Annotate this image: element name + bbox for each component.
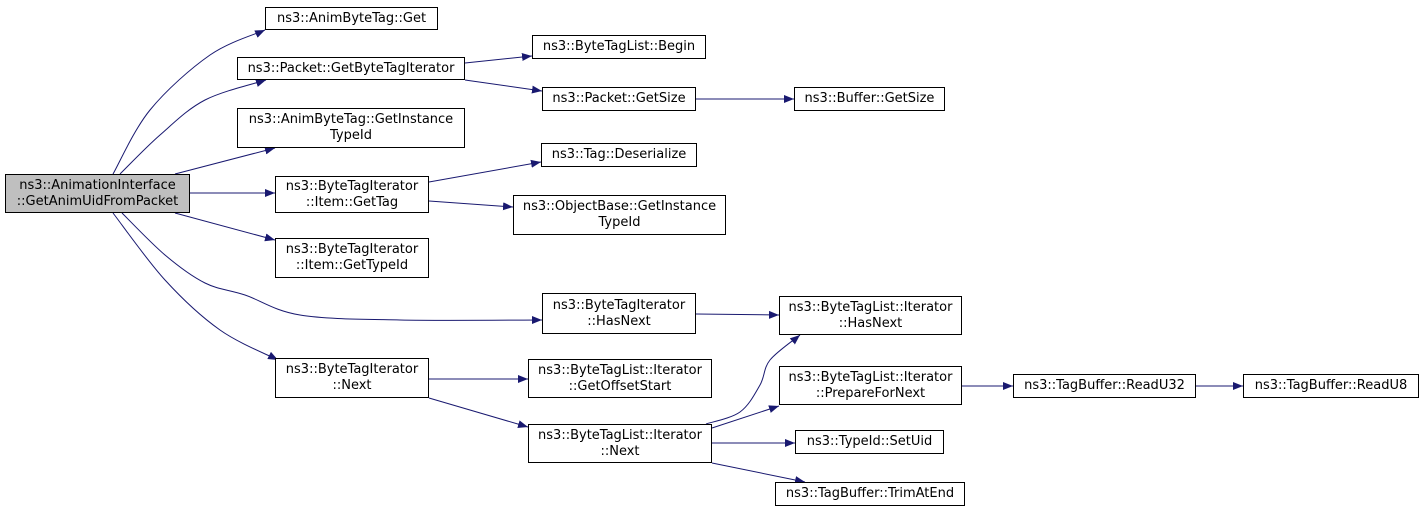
node-label-line: ::Item::GetTag <box>305 194 399 210</box>
node-bytetaglist-iterator-hasnext[interactable]: ns3::ByteTagList::Iterator::HasNext <box>779 296 962 335</box>
node-label-line: ns3::TagBuffer::TrimAtEnd <box>785 486 955 501</box>
node-label-line: TypeId <box>598 215 641 230</box>
node-packet-getbytetagiterator[interactable]: ns3::Packet::GetByteTagIterator <box>237 57 465 80</box>
edge-root-to-bytetagiterator-hasnext <box>121 212 543 325</box>
node-label-line: ::Next <box>600 443 640 459</box>
node-bytetaglist-begin[interactable]: ns3::ByteTagList::Begin <box>532 35 706 59</box>
node-label-line: ns3::ByteTagList::Iterator <box>538 362 702 378</box>
edge-packet-getbytetagiterator-to-bytetaglist-begin <box>464 53 533 64</box>
node-bytetagiterator-hasnext[interactable]: ns3::ByteTagIterator::HasNext <box>542 293 696 334</box>
edge-root-to-animbytetag-getinstancetypeid <box>174 146 276 175</box>
edge-root-to-animbytetag-get <box>112 29 266 175</box>
edge-root-to-bytetagiterator-item-gettypeid <box>174 212 276 242</box>
node-label-line: ns3::ByteTagList::Iterator <box>788 299 953 315</box>
node-label-line: ::PrepareForNext <box>815 385 926 401</box>
node-typeid-setuid[interactable]: ns3::TypeId::SetUid <box>795 430 944 454</box>
node-label-line: ns3::ByteTagList::Iterator <box>538 427 702 443</box>
edge-bytetaglist-iterator-next-to-tagbuffer-trimatend <box>711 462 806 484</box>
edge-bytetagiterator-hasnext-to-bytetaglist-iterator-hasnext <box>695 310 780 319</box>
node-label-line: ns3::ByteTagIterator <box>552 297 686 313</box>
node-bytetaglist-iterator-getoffsetstart[interactable]: ns3::ByteTagList::Iterator::GetOffsetSta… <box>528 359 712 398</box>
node-label-line: ::GetAnimUidFromPacket <box>16 193 179 209</box>
edge-packet-getbytetagiterator-to-packet-getsize <box>464 79 543 94</box>
edge-bytetaglist-iterator-next-to-bytetaglist-iterator-hasnext <box>705 334 801 425</box>
node-label-line: ns3::AnimByteTag::Get <box>276 10 427 26</box>
node-label-line: TypeId <box>330 128 372 143</box>
edge-bytetagiterator-item-gettag-to-tag-deserialize <box>428 159 542 183</box>
node-tagbuffer-readu32[interactable]: ns3::TagBuffer::ReadU32 <box>1013 374 1196 398</box>
node-label-line: ns3::TagBuffer::ReadU32 <box>1024 378 1185 393</box>
node-animbytetag-get[interactable]: ns3::AnimByteTag::Get <box>265 7 438 30</box>
edge-bytetaglist-iterator-next-to-bytetaglist-iterator-preparefornext <box>711 405 780 429</box>
node-tagbuffer-trimatend[interactable]: ns3::TagBuffer::TrimAtEnd <box>775 482 965 506</box>
node-label-line: ns3::Tag::Deserialize <box>551 147 687 162</box>
node-packet-getsize[interactable]: ns3::Packet::GetSize <box>542 87 696 111</box>
node-label-line: ::Item::GetTypeId <box>295 258 409 273</box>
node-label-line: ns3::AnimByteTag::GetInstance <box>248 112 454 127</box>
node-label-line: ns3::AnimationInterface <box>19 177 176 193</box>
node-label-line: ::Next <box>332 378 372 393</box>
edge-bytetagiterator-next-to-bytetaglist-iterator-next <box>428 397 529 429</box>
node-label-line: ns3::ObjectBase::GetInstance <box>522 199 717 214</box>
node-label-line: ns3::ByteTagIterator <box>285 242 419 257</box>
node-bytetaglist-iterator-preparefornext[interactable]: ns3::ByteTagList::Iterator::PrepareForNe… <box>779 366 962 405</box>
node-buffer-getsize[interactable]: ns3::Buffer::GetSize <box>794 87 945 111</box>
node-label-line: ns3::Packet::GetSize <box>552 91 686 106</box>
edge-root-to-bytetagiterator-next <box>112 212 279 361</box>
node-label-line: ::HasNext <box>587 313 651 329</box>
node-label-line: ns3::Buffer::GetSize <box>804 91 935 106</box>
node-bytetagiterator-next[interactable]: ns3::ByteTagIterator::Next <box>275 358 429 398</box>
node-label-line: ns3::ByteTagIterator <box>285 178 419 194</box>
node-label-line: ::GetOffsetStart <box>568 378 672 394</box>
node-label-line: ns3::ByteTagIterator <box>285 362 419 377</box>
edge-bytetagiterator-item-gettag-to-objectbase-getinstancetypeid <box>428 200 514 211</box>
node-label-line: ns3::ByteTagList::Begin <box>542 39 696 54</box>
node-root: ns3::AnimationInterface::GetAnimUidFromP… <box>5 174 190 213</box>
node-label-line: ns3::Packet::GetByteTagIterator <box>247 60 455 76</box>
node-label-line: ns3::TypeId::SetUid <box>806 434 933 449</box>
node-label-line: ns3::ByteTagList::Iterator <box>788 369 953 385</box>
node-tag-deserialize[interactable]: ns3::Tag::Deserialize <box>541 143 697 167</box>
node-bytetaglist-iterator-next[interactable]: ns3::ByteTagList::Iterator::Next <box>528 424 712 463</box>
node-bytetagiterator-item-gettag[interactable]: ns3::ByteTagIterator::Item::GetTag <box>275 176 429 213</box>
edge-root-to-packet-getbytetagiterator <box>119 79 267 175</box>
node-label-line: ::HasNext <box>838 315 903 331</box>
node-label-line: ns3::TagBuffer::ReadU8 <box>1254 378 1408 393</box>
node-bytetagiterator-item-gettypeid[interactable]: ns3::ByteTagIterator::Item::GetTypeId <box>275 238 429 278</box>
node-tagbuffer-readu8[interactable]: ns3::TagBuffer::ReadU8 <box>1243 374 1419 398</box>
